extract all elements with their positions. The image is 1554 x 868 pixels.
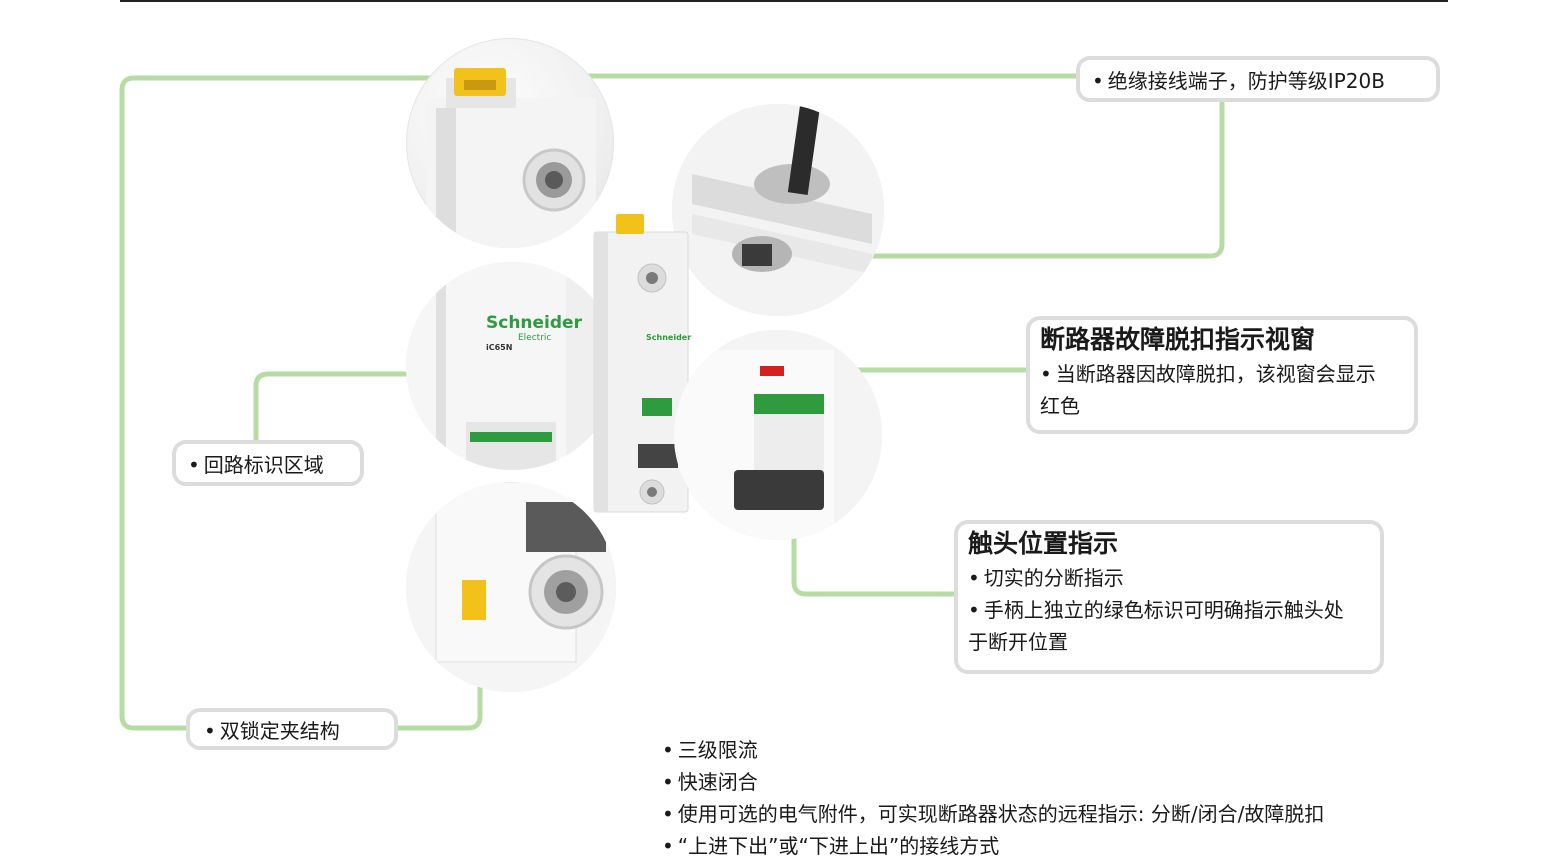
- top-rule: [120, 0, 1448, 2]
- callout-trip-window: 断路器故障脱扣指示视窗 当断路器因故障脱扣，该视窗会显示 红色: [1026, 316, 1418, 434]
- brand-logo-sub: Electric: [518, 333, 551, 343]
- callout-contact-line3: 于断开位置: [968, 630, 1068, 654]
- callout-terminal: 绝缘接线端子，防护等级IP20B: [1076, 56, 1440, 102]
- feature-item: 三级限流: [662, 734, 1324, 766]
- callout-clip: 双锁定夹结构: [186, 708, 398, 750]
- callout-contact-indicator: 触头位置指示 切实的分断指示 手柄上独立的绿色标识可明确指示触头处 于断开位置: [954, 520, 1384, 674]
- callout-circuit-label: 回路标识区域: [172, 440, 364, 486]
- connector-clip-bottom: [393, 627, 483, 731]
- connector-terminal-detail: [777, 97, 1225, 259]
- terminal-closeup-illustration: [672, 104, 884, 316]
- breaker-brand-mini: Schneider: [646, 333, 691, 342]
- detail-top-terminal: [406, 38, 614, 248]
- callout-circuit-label-text: 回路标识区域: [188, 449, 348, 481]
- callout-contact-line1: 切实的分断指示: [968, 562, 1370, 594]
- callout-clip-text: 双锁定夹结构: [204, 715, 380, 747]
- model-label: iC65N: [486, 343, 512, 352]
- callout-contact-title: 触头位置指示: [968, 529, 1119, 558]
- trip-window-illustration: [674, 330, 882, 540]
- brand-logo: Schneider: [486, 313, 583, 333]
- feature-item: 快速闭合: [662, 766, 1324, 798]
- callout-trip-window-line2: 红色: [1040, 394, 1080, 418]
- breaker-illustration: Schneider: [593, 214, 691, 513]
- callout-contact-line2: 手柄上独立的绿色标识可明确指示触头处: [968, 594, 1370, 626]
- connector-contact: [791, 401, 961, 597]
- breaker-top-illustration: [426, 68, 596, 248]
- feature-item: 使用可选的电气附件，可实现断路器状态的远程指示: 分断/闭合/故障脱扣: [662, 798, 1325, 830]
- bottom-clip-illustration: [406, 482, 616, 692]
- breaker-product-image: Schneider: [586, 212, 696, 514]
- feature-list: 三级限流 快速闭合 使用可选的电气附件，可实现断路器状态的远程指示: 分断/闭合…: [662, 734, 1325, 862]
- detail-trip-window: [674, 330, 882, 540]
- detail-terminal-closeup: [672, 104, 884, 316]
- connector-clip-top: [119, 75, 455, 731]
- feature-item: “上进下出”或“下进上出”的接线方式: [662, 830, 1324, 862]
- detail-bottom-clip: [406, 482, 616, 692]
- callout-trip-window-title: 断路器故障脱扣指示视窗: [1040, 325, 1316, 354]
- callout-terminal-text: 绝缘接线端子，防护等级IP20B: [1092, 65, 1424, 97]
- callout-trip-window-line1: 当断路器因故障脱扣，该视窗会显示: [1040, 358, 1404, 390]
- connector-circuit-label: [253, 371, 519, 445]
